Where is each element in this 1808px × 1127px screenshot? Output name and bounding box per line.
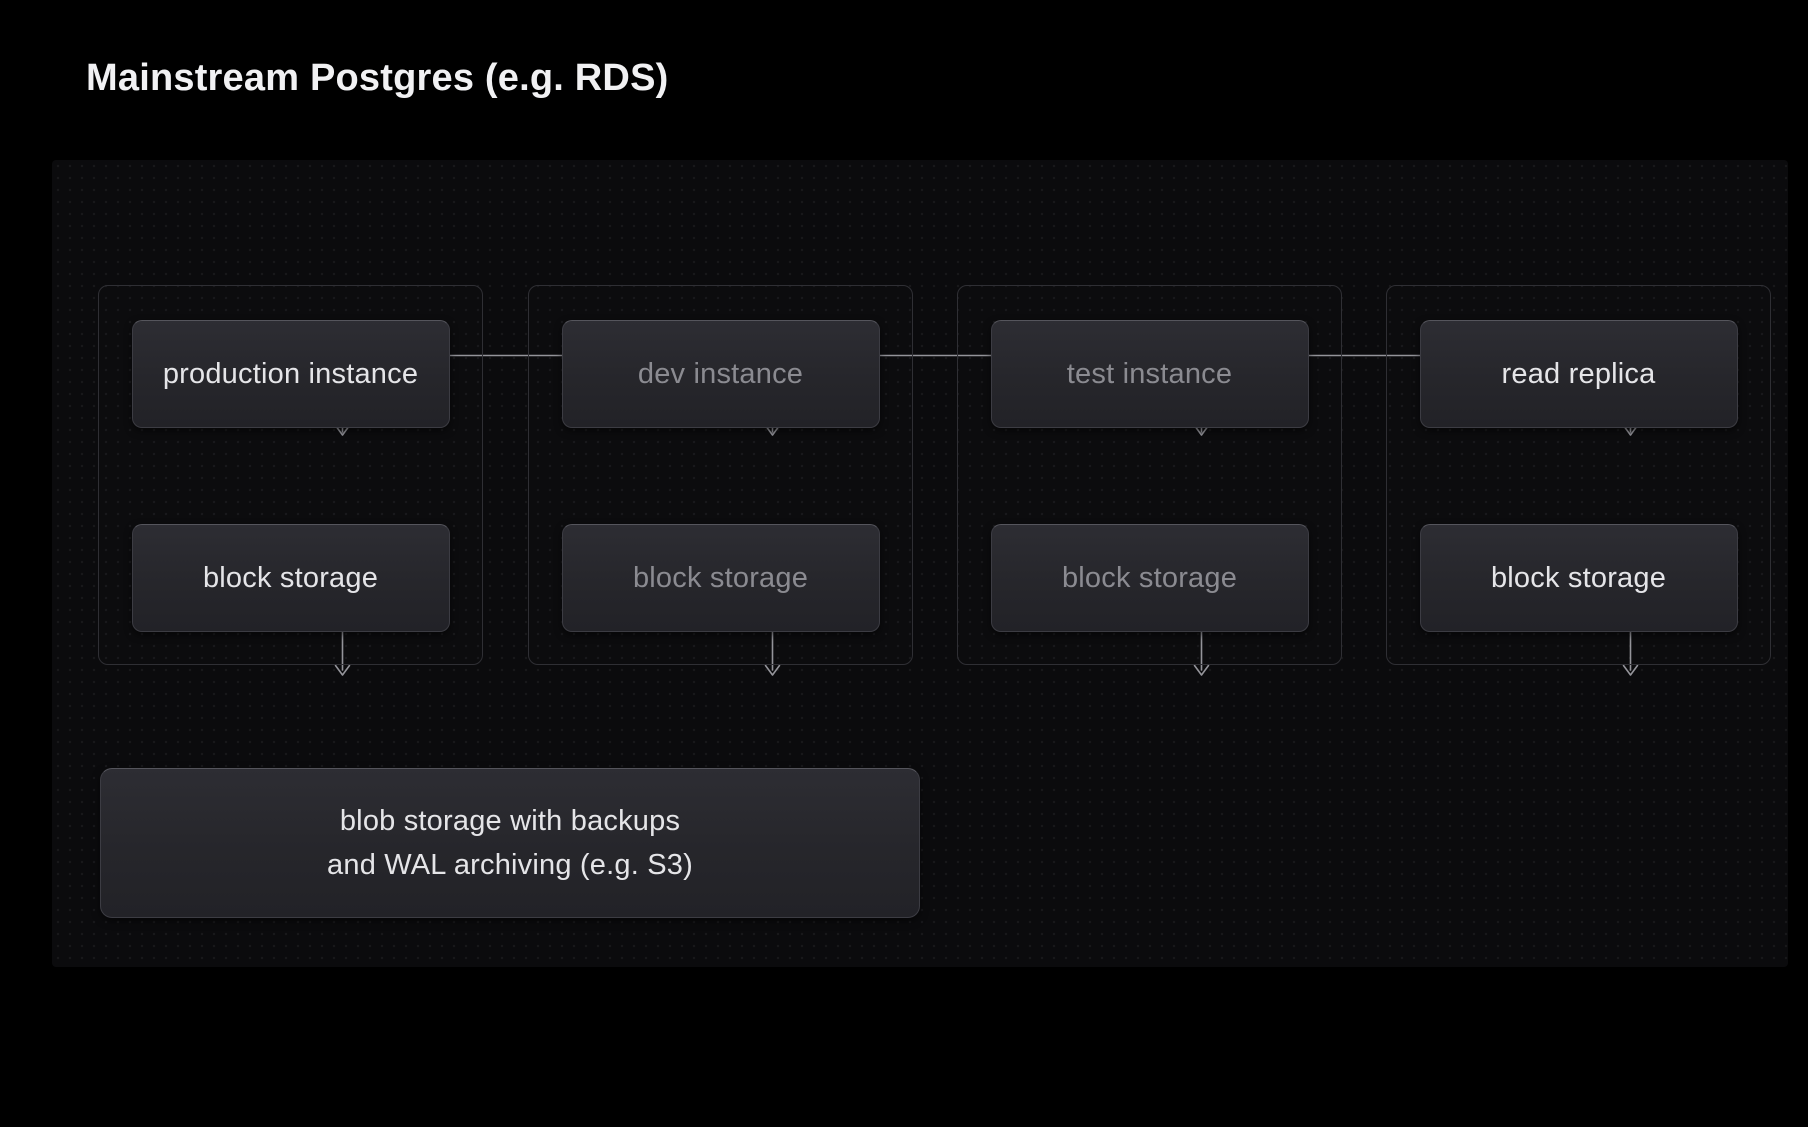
- down-arrowhead-icon: [1622, 664, 1639, 676]
- storage-node: block storage: [131, 524, 450, 632]
- blob-storage-label-line2: and WAL archiving (e.g. S3): [327, 849, 693, 881]
- node-label: dev instance: [637, 357, 804, 390]
- storage-node: block storage: [561, 524, 880, 632]
- group-dev: dev instance block storage: [528, 285, 913, 665]
- storage-node: block storage: [990, 524, 1309, 632]
- node-label: block storage: [632, 561, 809, 594]
- node-label: test instance: [1066, 357, 1233, 390]
- page-title: Mainstream Postgres (e.g. RDS): [86, 57, 669, 99]
- down-arrowhead-icon: [334, 664, 351, 676]
- instance-node: production instance: [131, 320, 450, 428]
- node-label: block storage: [202, 561, 379, 594]
- node-label: production instance: [162, 357, 419, 390]
- group-read-replica: read replica block storage: [1386, 285, 1771, 665]
- instance-node: dev instance: [561, 320, 880, 428]
- instance-node: read replica: [1419, 320, 1738, 428]
- blob-storage-label-line1: blob storage with backups: [339, 805, 681, 837]
- down-arrowhead-icon: [764, 664, 781, 676]
- node-label: block storage: [1490, 561, 1667, 594]
- blob-storage-node: blob storage with backups and WAL archiv…: [100, 768, 920, 918]
- storage-node: block storage: [1419, 524, 1738, 632]
- down-arrowhead-icon: [1193, 664, 1210, 676]
- node-label: block storage: [1061, 561, 1238, 594]
- group-production: production instance block storage: [98, 285, 483, 665]
- node-label: read replica: [1501, 357, 1656, 390]
- instance-node: test instance: [990, 320, 1309, 428]
- group-test: test instance block storage: [957, 285, 1342, 665]
